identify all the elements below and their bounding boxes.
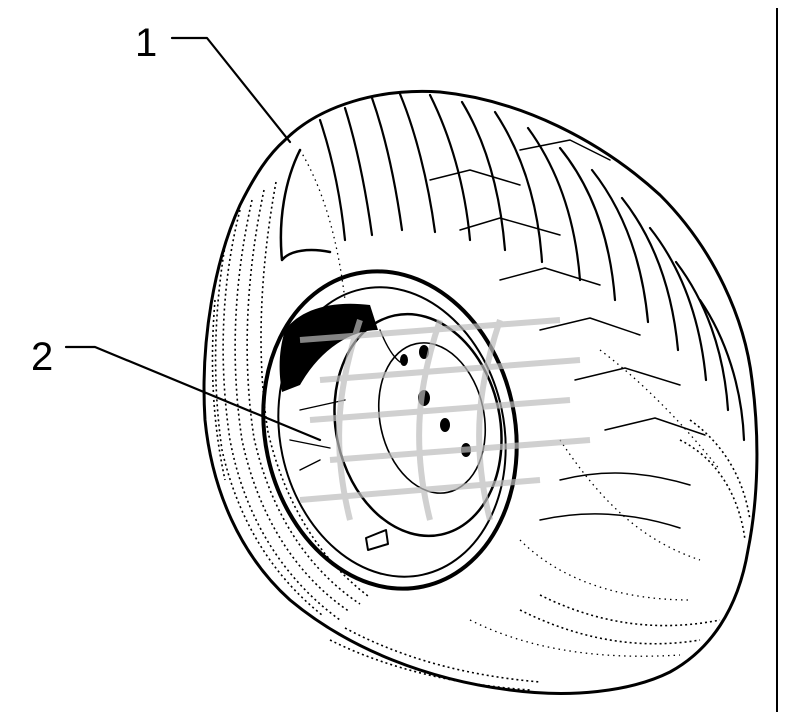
tread-texture — [299, 149, 721, 657]
watermark-logo — [299, 317, 591, 521]
rim-shadow — [279, 303, 378, 392]
rim-flange — [277, 286, 507, 578]
tread-lugs — [318, 92, 746, 442]
tread-lug-edges — [429, 139, 706, 529]
sidewall-edge — [279, 148, 332, 262]
leader-line-2 — [64, 345, 322, 442]
rim-outer-ring — [261, 269, 519, 591]
callout-number-1: 1 — [135, 21, 157, 65]
sidewall-texture — [211, 181, 751, 691]
callout-1: 1 — [135, 21, 292, 144]
callout-number-2: 2 — [31, 335, 53, 379]
tire-outline — [202, 89, 759, 695]
callout-2: 2 — [31, 335, 322, 442]
leader-line-1 — [170, 36, 292, 144]
valve-stem — [365, 529, 389, 551]
